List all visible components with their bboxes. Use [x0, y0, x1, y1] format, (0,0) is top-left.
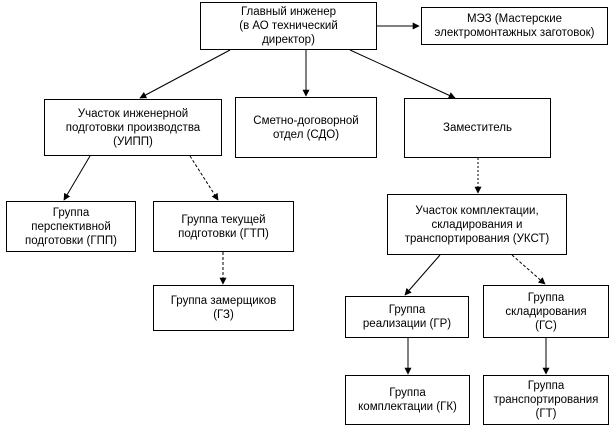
arrow-uipp-to-gtp: [189, 155, 219, 201]
box-gr: Группа реализации (ГР): [345, 296, 469, 338]
box-gz: Группа замерщиков (ГЗ): [153, 285, 294, 331]
arrow-chief-to-deputy: [349, 49, 456, 99]
box-uipp: Участок инженерной подготовки производст…: [44, 99, 222, 156]
box-sdo: Сметно-договорной отдел (СДО): [235, 97, 377, 158]
box-gs: Группа складирования (ГС): [483, 285, 609, 338]
box-mez: МЭЗ (Мастерские электромонтажных заготов…: [421, 7, 608, 45]
box-chief-engineer: Главный инженер (в АО технический директ…: [200, 2, 377, 50]
arrow-ukst-to-gs: [511, 254, 546, 285]
box-ukst: Участок комплектации, складирования и тр…: [387, 194, 567, 255]
box-gtp: Группа текущей подготовки (ГТП): [153, 201, 294, 252]
arrow-chief-to-uipp: [139, 49, 231, 99]
arrow-uipp-to-gpp: [63, 155, 91, 201]
box-deputy: Заместитель: [404, 98, 551, 158]
box-gt: Группа транспортирования (ГТ): [483, 375, 609, 425]
box-gk: Группа комплектации (ГК): [345, 375, 470, 425]
arrow-ukst-to-gr: [404, 254, 441, 296]
box-gpp: Группа перспективной подготовки (ГПП): [6, 201, 136, 252]
